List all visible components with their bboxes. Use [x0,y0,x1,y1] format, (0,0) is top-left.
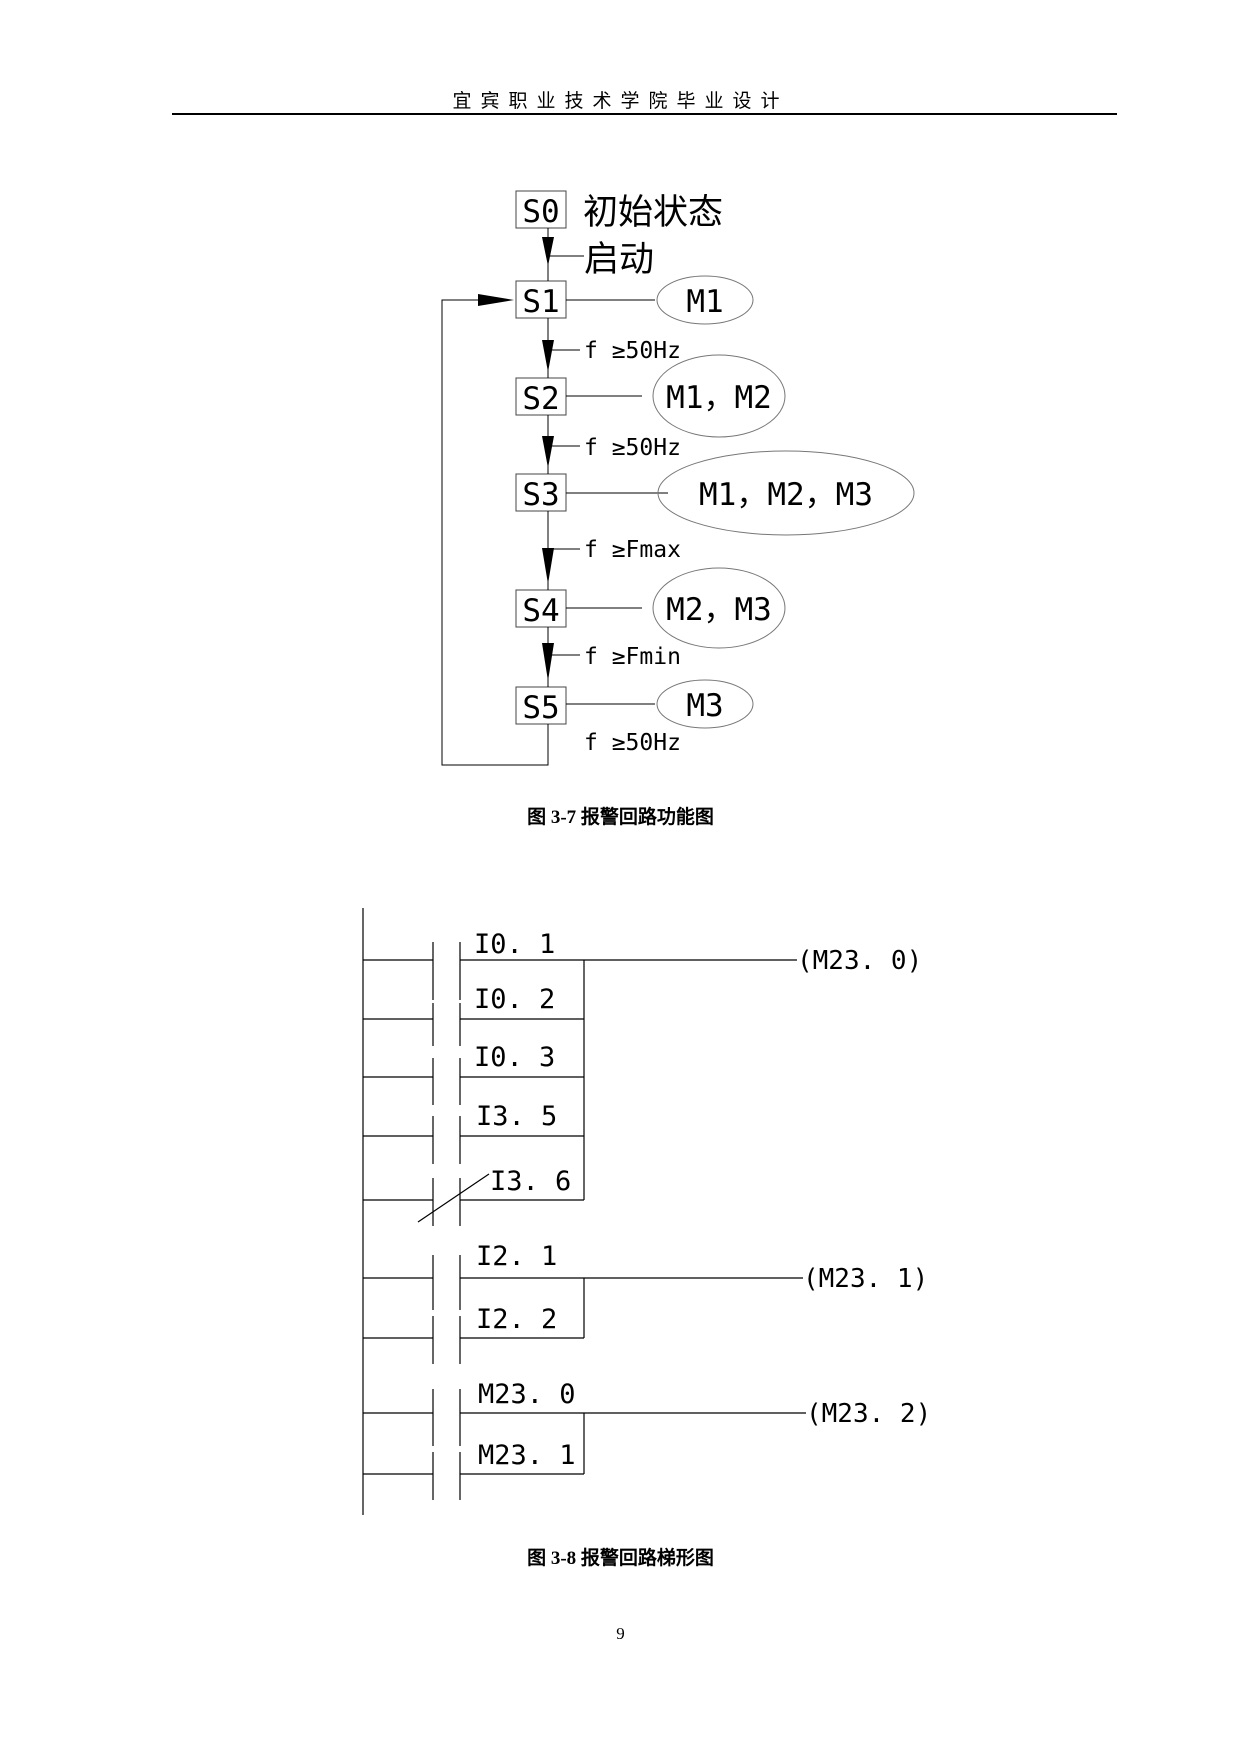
contact-label-m23-1: M23. 1 [478,1440,576,1471]
sfc-start-condition: 启动 [584,240,654,280]
sfc-step-label-s3: S3 [522,477,559,513]
sfc-arrow-s3-s4 [542,548,554,584]
sfc-action-ellipse-s4 [652,567,786,649]
sfc-arrow-s4-s5 [542,643,554,681]
contact-label-i0-2: I0. 2 [474,984,555,1015]
sfc-action-s5: M3 [686,688,723,724]
contact-label-i3-5: I3. 5 [476,1101,557,1132]
sfc-action-s1: M1 [686,284,723,320]
sfc-action-ellipse-s5 [656,679,754,729]
sfc-action-s2: M1，M2 [666,380,772,416]
sfc-action-ellipse-s3 [657,450,915,536]
sfc-arrow-s2-s3 [542,436,554,468]
sfc-arrow-s0-s1 [542,237,554,266]
contact-nc-slash-i3-6 [417,1173,490,1223]
sfc-step-label-s5: S5 [522,690,559,726]
sfc-step-label-s1: S1 [522,284,559,320]
sfc-arrow-loop-into-s1 [478,294,514,306]
contact-label-i2-2: I2. 2 [476,1304,557,1335]
sfc-action-s4: M2，M3 [666,592,772,628]
sfc-action-ellipse-s2 [652,354,786,438]
sfc-diagram: S0 S1 S2 S3 S4 S5 初始状态 启动 f ≥50Hz f ≥50H… [441,190,915,766]
sfc-transition-3: f ≥Fmax [584,537,681,563]
sfc-transition-4: f ≥Fmin [584,644,681,670]
sfc-step-box-s0 [515,190,567,229]
contact-label-i2-1: I2. 1 [476,1241,557,1272]
coil-output-m23-0: (M23. 0) [797,946,922,976]
page-header-title: 宜宾职业技术学院毕业设计 [452,91,789,112]
sfc-transition-1: f ≥50Hz [584,338,681,364]
sfc-arrow-s1-s2 [542,340,554,372]
sfc-action-ellipse-s1 [656,275,754,325]
sfc-loop-back-line [441,299,549,766]
contact-label-i0-1: I0. 1 [474,929,555,960]
contact-label-i0-3: I0. 3 [474,1042,555,1073]
sfc-initial-state-note: 初始状态 [583,193,723,233]
sfc-step-box-s5 [515,686,567,725]
contact-label-m23-0: M23. 0 [478,1379,576,1410]
header-rule [172,113,1117,115]
sfc-action-s3: M1，M2，M3 [699,477,873,513]
sfc-transition-2: f ≥50Hz [584,435,681,461]
contact-label-i3-6: I3. 6 [490,1166,571,1197]
figure-caption-3-7: 图 3-7 报警回路功能图 [527,807,714,828]
sfc-step-label-s0: S0 [522,194,559,230]
sfc-step-label-s2: S2 [522,381,559,417]
page-number: 9 [616,1624,625,1643]
coil-output-m23-1: (M23. 1) [803,1264,928,1294]
coil-output-m23-2: (M23. 2) [806,1399,931,1429]
sfc-step-label-s4: S4 [522,593,559,629]
figure-caption-3-8: 图 3-8 报警回路梯形图 [527,1548,714,1569]
sfc-transition-5: f ≥50Hz [584,730,681,756]
